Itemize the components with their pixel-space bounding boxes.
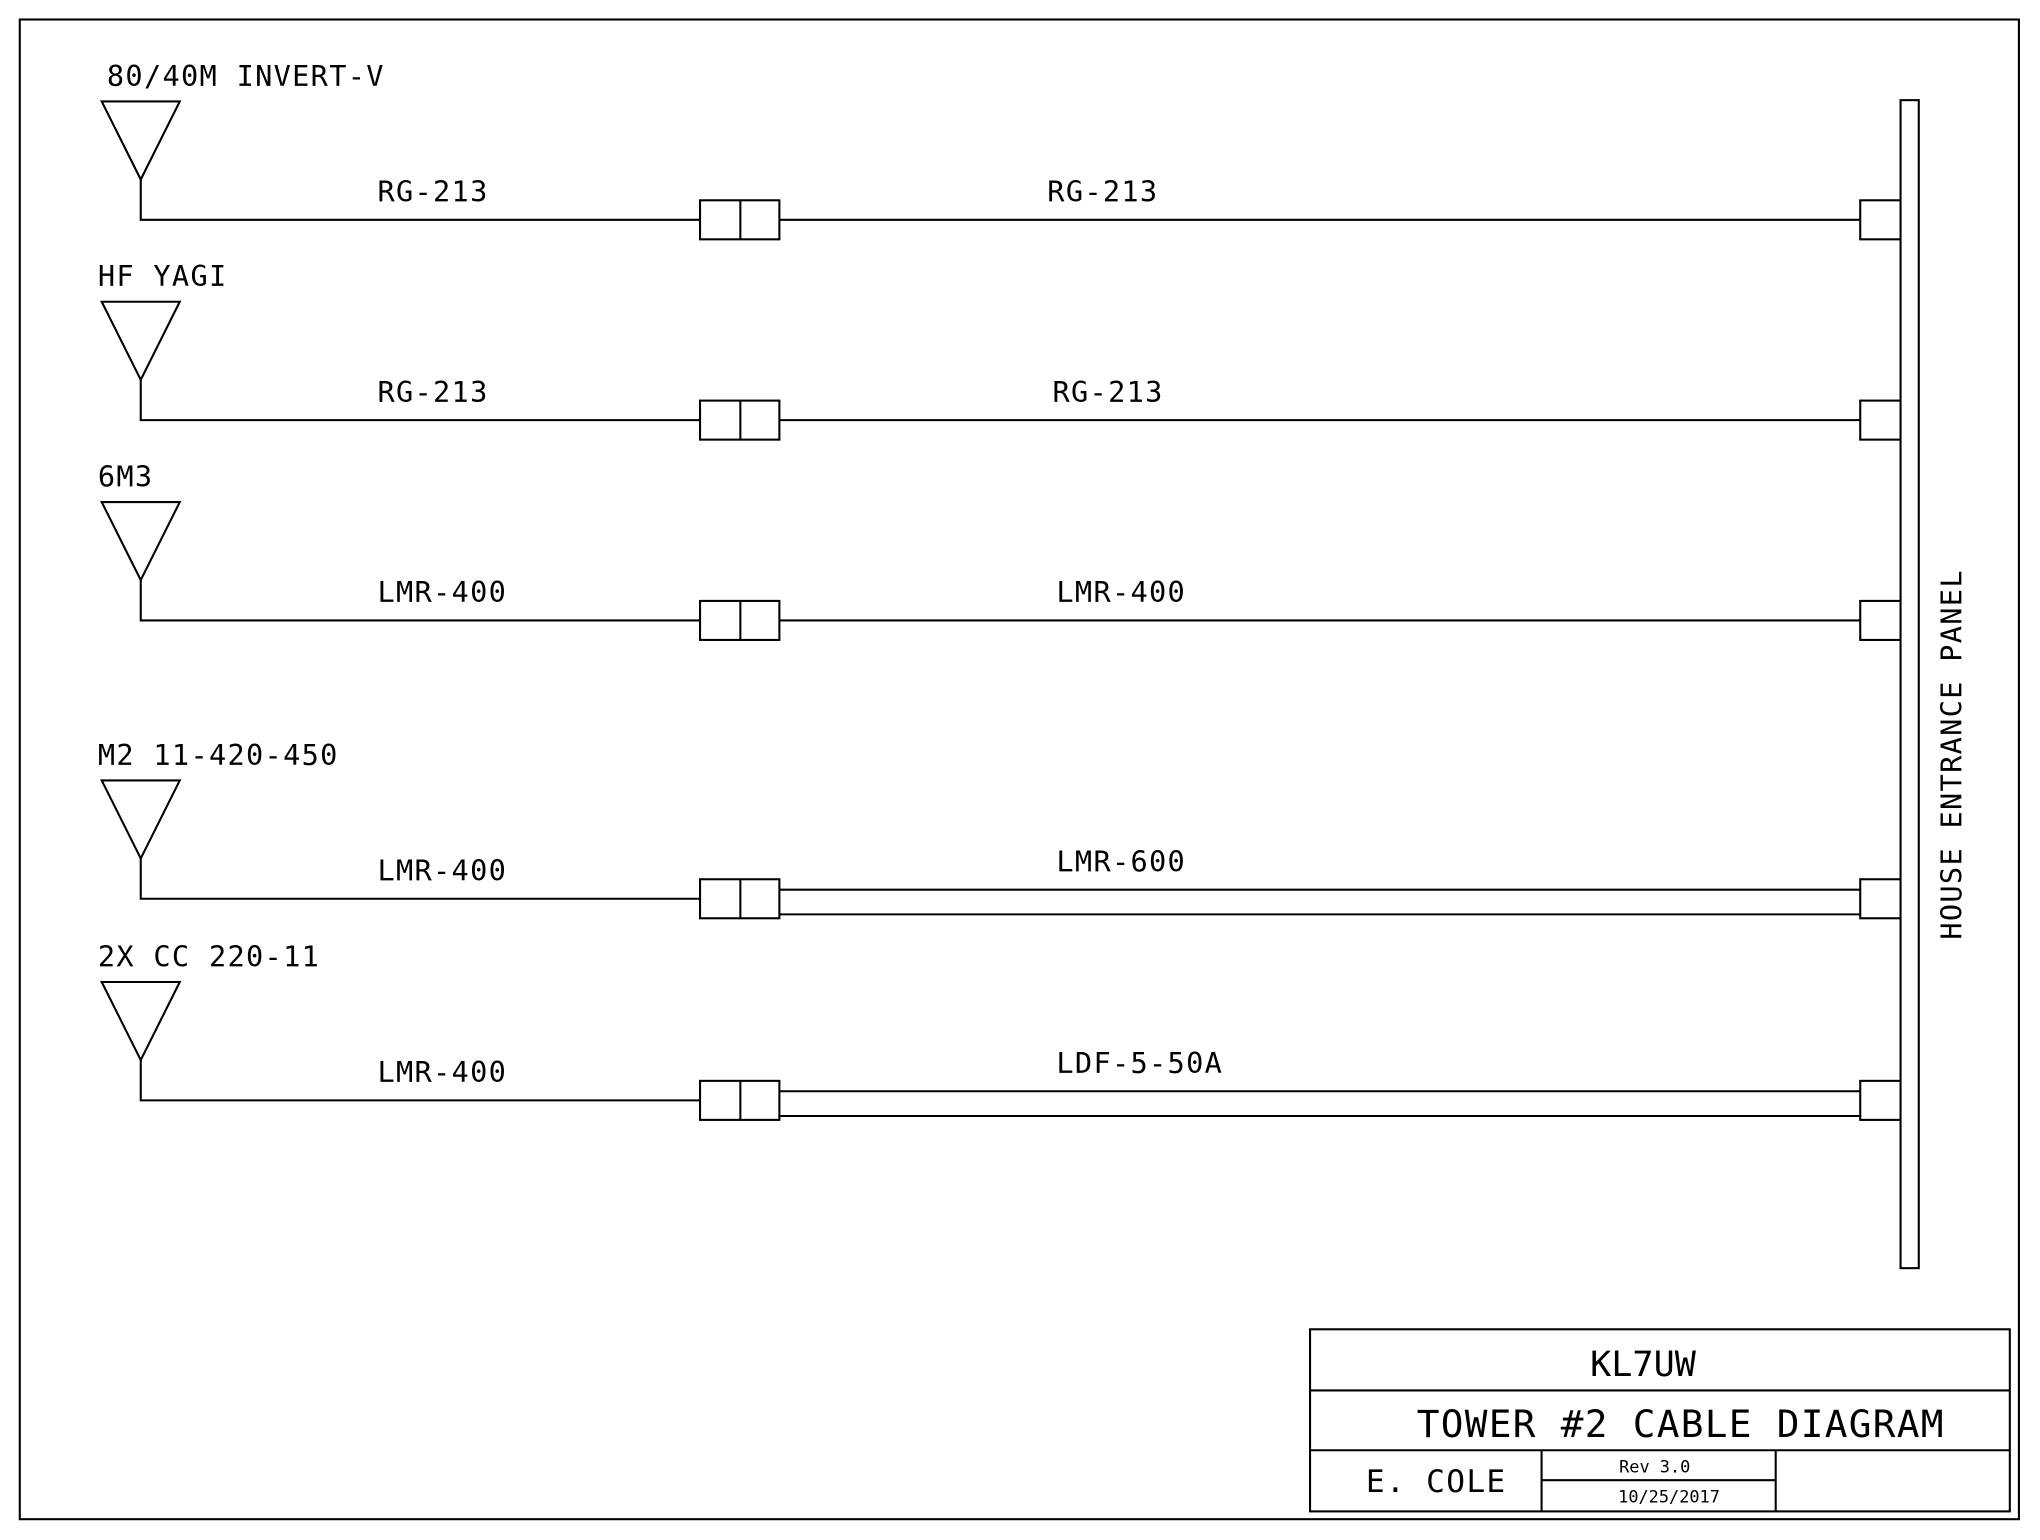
antenna-icon [100, 779, 182, 861]
drawing-border [18, 18, 2020, 1521]
title-block-frame [1309, 1328, 2011, 1513]
antenna-label: 80/40M INVERT-V [107, 59, 385, 93]
antenna-label: M2 11-420-450 [98, 738, 339, 772]
tower-cable-label: LMR-400 [377, 1055, 507, 1089]
panel-label: HOUSE ENTRANCE PANEL [1935, 569, 1969, 940]
panel-port-icon [1859, 599, 1902, 641]
tower-cable [139, 580, 701, 622]
tower-cable-label: RG-213 [377, 175, 488, 209]
house-cable-label: LMR-400 [1056, 575, 1186, 609]
antenna-icon [100, 300, 182, 383]
panel-port-icon [1859, 878, 1902, 920]
panel-port-icon [1859, 399, 1902, 441]
tower-cable-label: LMR-400 [377, 575, 507, 609]
tower-cable [139, 379, 701, 422]
callsign: KL7UW [1590, 1344, 1697, 1385]
cable-run: HF YAGI RG-213 RG-213 [98, 259, 1902, 441]
antenna-icon [100, 100, 182, 182]
tower-cable [139, 1060, 701, 1102]
antenna-icon [100, 501, 182, 583]
house-entrance-panel [1899, 99, 1920, 1270]
drawing-title: TOWER #2 CABLE DIAGRAM [1417, 1402, 1945, 1446]
house-cable-label: LDF-5-50A [1056, 1046, 1223, 1080]
title-block: KL7UW TOWER #2 CABLE DIAGRAM E. COLE Rev… [1309, 1328, 2011, 1513]
tower-cable [139, 858, 701, 900]
antenna-icon [100, 980, 182, 1063]
author: E. COLE [1366, 1464, 1507, 1500]
panel-port-icon [1859, 1079, 1902, 1121]
date: 10/25/2017 [1618, 1486, 1720, 1506]
house-cable-label: LMR-600 [1056, 844, 1186, 878]
panel-port-icon [1859, 199, 1902, 241]
revision: Rev 3.0 [1619, 1456, 1690, 1476]
antenna-label: 2X CC 220-11 [98, 939, 320, 973]
tower-cable-label: LMR-400 [377, 854, 507, 888]
antenna-label: 6M3 [98, 459, 154, 493]
house-cable-label: RG-213 [1053, 375, 1164, 409]
tower-cable-label: RG-213 [377, 375, 488, 409]
tower-cable [139, 179, 701, 221]
cable-run: 80/40M INVERT-V RG-213 RG-213 [100, 59, 1902, 241]
house-cable-label: RG-213 [1047, 175, 1158, 209]
antenna-label: HF YAGI [98, 259, 228, 293]
